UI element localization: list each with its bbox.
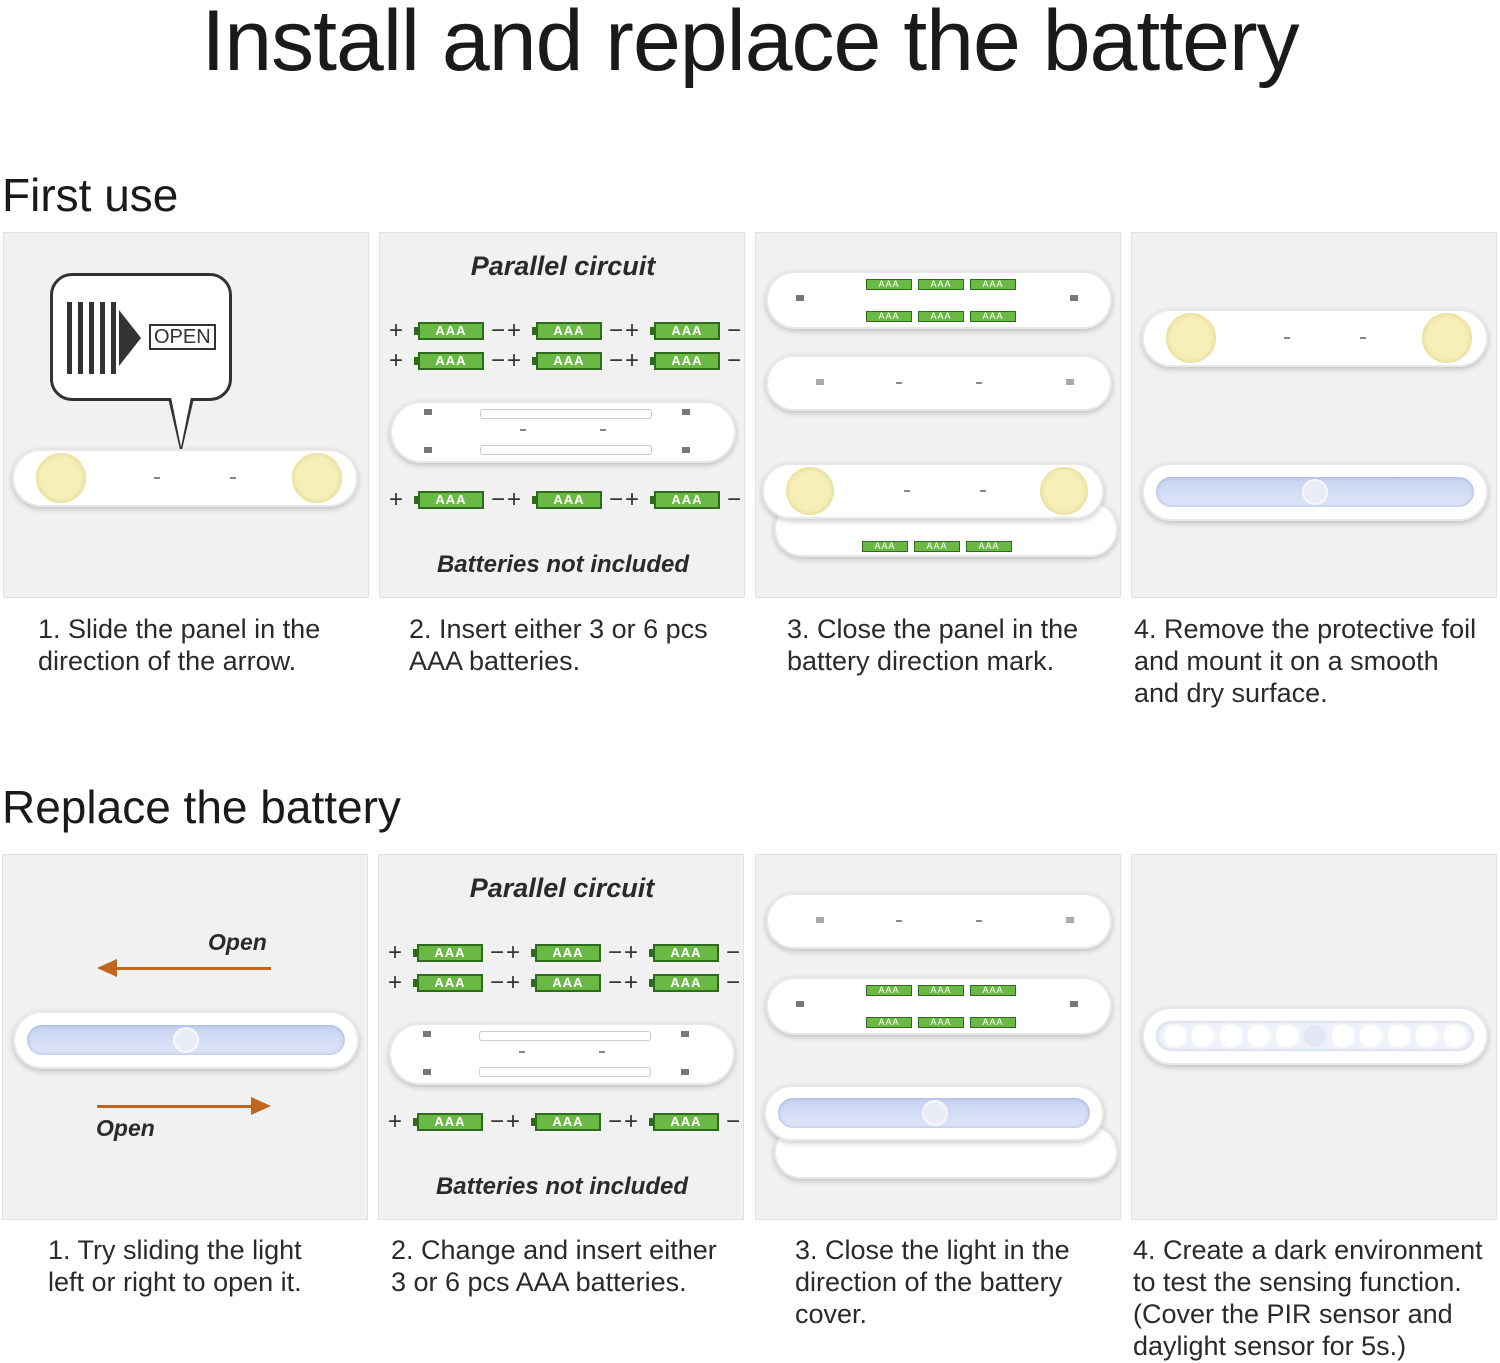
aaa-battery-icon: AAA	[413, 1113, 483, 1131]
aaa-battery-icon: AAA	[650, 322, 720, 340]
battery-row: + AAA −+ AAA −+ AAA −	[388, 347, 741, 374]
adhesive-pad-right	[292, 453, 342, 503]
battery-row: + AAA −+ AAA −+ AAA −	[387, 969, 740, 996]
slide-arrow-icon	[67, 302, 141, 374]
adhesive-pad-left	[36, 453, 86, 503]
light-bar-back-foil	[1142, 309, 1488, 367]
light-bar-front	[1142, 463, 1488, 521]
section-heading-first-use: First use	[2, 169, 179, 221]
aaa-battery-icon: AAA	[532, 491, 602, 509]
light-bar-front	[764, 1085, 1104, 1141]
aaa-battery-icon: AAA	[532, 322, 602, 340]
pir-sensor	[922, 1100, 948, 1126]
circuit-title: Parallel circuit	[470, 251, 656, 281]
open-label-bottom: Open	[96, 1115, 155, 1141]
aaa-battery-icon: AAA	[532, 352, 602, 370]
battery-row: + AAA −+ AAA −+ AAA −	[388, 486, 741, 513]
aaa-battery-icon: AAA	[650, 491, 720, 509]
light-bar-back	[12, 449, 358, 507]
lit-lens	[1156, 1021, 1474, 1051]
batteries-not-included-note: Batteries not included	[436, 551, 690, 578]
adhesive-pad-right	[1422, 313, 1472, 363]
pir-sensor	[1302, 479, 1328, 505]
replace-step-1-image: Open Open	[2, 854, 368, 1220]
pir-sensor	[173, 1027, 199, 1053]
light-bar-front	[13, 1011, 359, 1069]
aaa-battery-icon: AAA	[649, 944, 719, 962]
open-label-top: Open	[208, 929, 267, 955]
replace-step-4-image	[1131, 854, 1497, 1220]
adhesive-pad-left	[1166, 313, 1216, 363]
open-label: OPEN	[149, 324, 216, 350]
battery-row: + AAA −+ AAA −+ AAA −	[387, 1108, 740, 1135]
battery-compartment	[390, 401, 736, 463]
aaa-battery-icon: AAA	[649, 974, 719, 992]
battery-cover-panel	[766, 355, 1112, 411]
aaa-battery-icon: AAA	[413, 974, 483, 992]
battery-cover-panel	[766, 893, 1112, 949]
battery-row: + AAA −+ AAA −+ AAA −	[387, 939, 740, 966]
adhesive-pad-left	[786, 467, 834, 515]
page-title: Install and replace the battery	[201, 0, 1299, 89]
aaa-battery-icon: AAA	[413, 944, 483, 962]
battery-compartment	[389, 1023, 735, 1085]
section-heading-replace-battery: Replace the battery	[2, 781, 401, 833]
batteries-not-included-note: Batteries not included	[435, 1173, 689, 1200]
aaa-battery-icon: AAA	[531, 944, 601, 962]
aaa-battery-icon: AAA	[414, 491, 484, 509]
circuit-title: Parallel circuit	[469, 873, 655, 903]
first-use-step-1-image: OPEN	[3, 232, 369, 598]
first-use-step-2-image: Parallel circuit + AAA −+ AAA −+ AAA − +…	[379, 232, 745, 598]
aaa-battery-icon: AAA	[414, 352, 484, 370]
first-use-step-4-image	[1131, 232, 1497, 598]
adhesive-pad-right	[1040, 467, 1088, 515]
open-callout-bubble: OPEN	[50, 273, 232, 401]
light-bar-lit	[1142, 1007, 1488, 1065]
light-bar-back-with-pads	[762, 463, 1104, 519]
aaa-battery-icon: AAA	[649, 1113, 719, 1131]
aaa-battery-icon: AAA	[531, 1113, 601, 1131]
aaa-battery-icon: AAA	[414, 322, 484, 340]
replace-step-2-image: Parallel circuit + AAA −+ AAA −+ AAA − +…	[378, 854, 744, 1220]
aaa-battery-icon: AAA	[650, 352, 720, 370]
aaa-battery-icon: AAA	[531, 974, 601, 992]
battery-row: + AAA −+ AAA −+ AAA −	[388, 317, 741, 344]
